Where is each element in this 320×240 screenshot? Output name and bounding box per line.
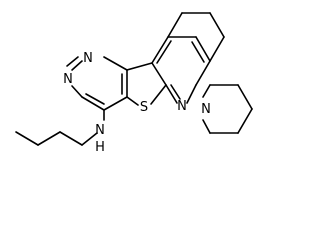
bond [156,40,172,64]
bond [66,56,79,67]
atom-n-top: N [83,51,93,66]
atom-n-piperidine: N [201,102,211,117]
bond [195,36,211,62]
bond [103,56,128,71]
atom-n-amine: N [95,123,105,138]
bond [191,41,205,63]
bond [71,85,83,98]
bond [209,12,225,38]
bond [81,132,98,146]
bond [37,131,61,146]
atom-h-amine: H [95,140,105,155]
bond [59,131,83,146]
bond [151,36,169,64]
bond [170,84,181,100]
bond [186,84,197,104]
atom-labels: N N S N N N H [63,51,211,155]
bond [126,62,153,71]
bond [195,60,211,86]
bond [151,62,167,86]
bond [126,96,139,106]
bond [237,108,253,134]
pyridine-ring [151,36,211,104]
atom-n-left: N [63,72,73,87]
pyrimidine-ring [66,56,128,111]
bond [167,12,183,38]
bond [237,84,253,110]
bond [209,36,225,62]
bond [85,93,105,105]
bond [15,131,39,146]
bond [165,84,178,104]
atom-s: S [140,100,148,115]
cyclohexane-ring [167,12,225,62]
atom-n-pyridine: N [177,99,187,114]
bond [103,96,128,111]
bond [71,60,83,71]
molecule-diagram: N N S N N N H [15,12,253,155]
bond [202,119,211,134]
bond [202,84,211,98]
bond [150,84,167,105]
butylamine-chain [15,109,105,146]
piperidine-ring [202,84,253,134]
thiophene-ring [126,62,167,106]
bond [81,96,105,111]
